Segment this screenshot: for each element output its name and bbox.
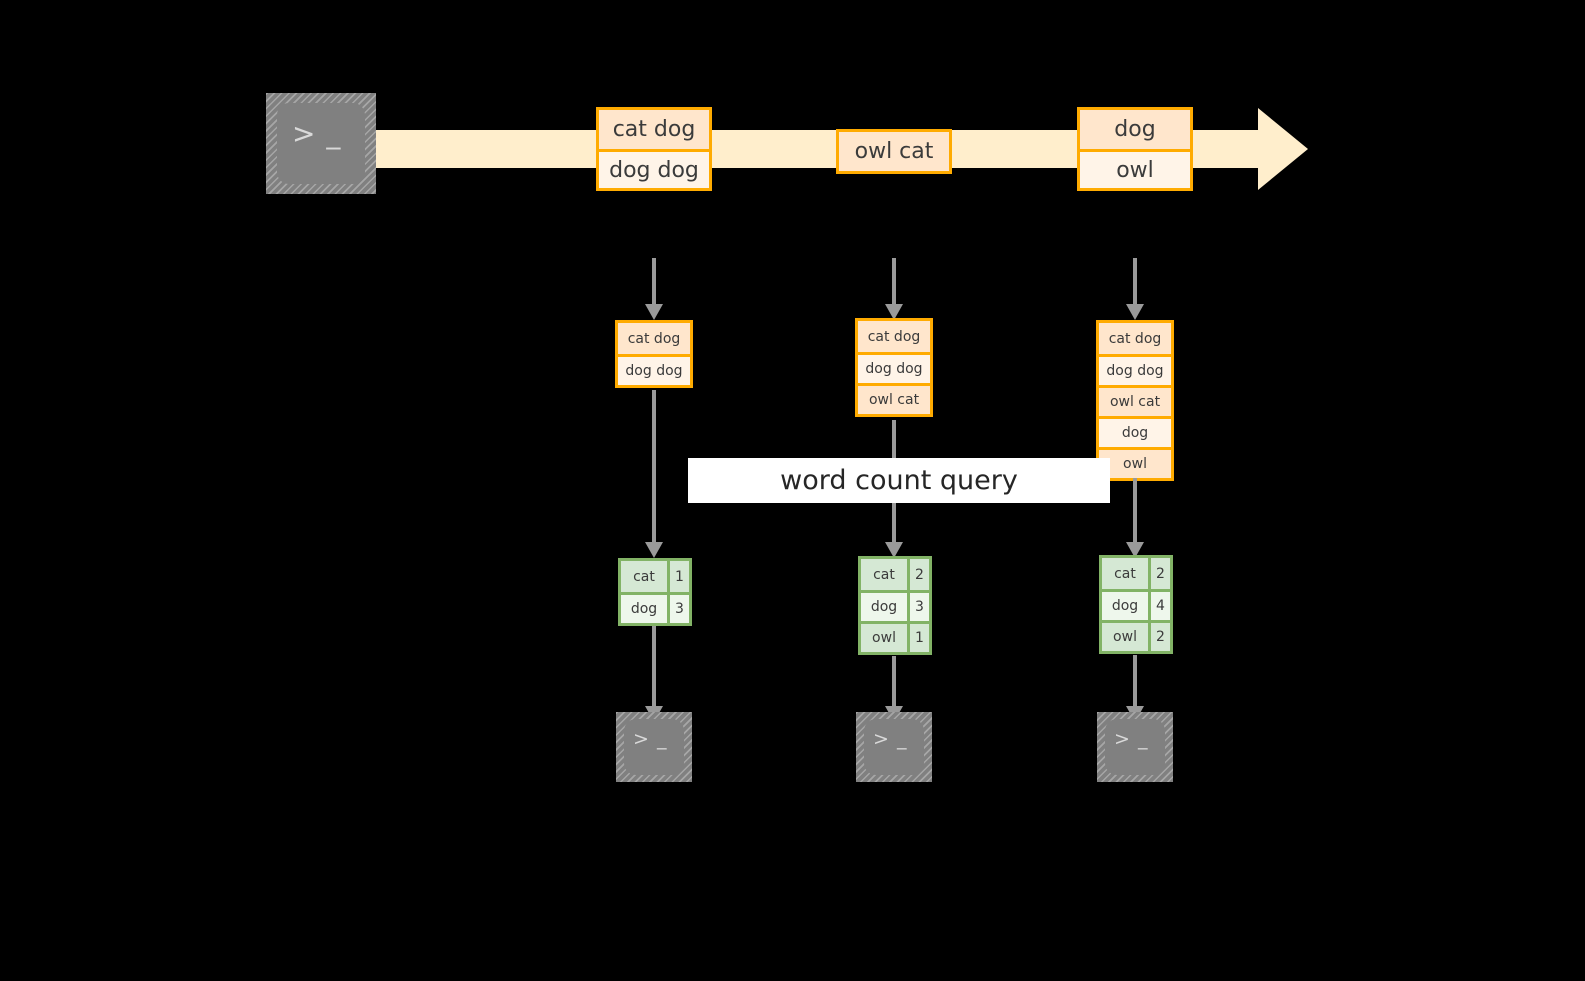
table-row: dog 4: [1102, 589, 1170, 620]
table-row: owl 1: [861, 621, 929, 652]
table-row: cat 2: [1102, 558, 1170, 589]
terminal-consumer-1[interactable]: > _: [616, 712, 692, 782]
terminal-consumer-3[interactable]: > _: [1097, 712, 1173, 782]
result-count: 2: [1148, 558, 1170, 589]
table-row: cat 1: [621, 561, 689, 592]
snapshot-3-input-line-3: owl cat: [1099, 385, 1171, 416]
result-word: cat: [621, 561, 667, 592]
result-count: 1: [907, 624, 929, 652]
stream-message-3-line-1: dog: [1080, 110, 1190, 149]
snapshot-3-input-line-5: owl: [1099, 447, 1171, 478]
event-stream-arrow-head: [1258, 108, 1308, 190]
snapshot-1-input-line-2: dog dog: [618, 354, 690, 385]
stream-message-1[interactable]: cat dog dog dog: [596, 107, 712, 191]
table-row: cat 2: [861, 559, 929, 590]
snapshot-2-input-line-3: owl cat: [858, 383, 930, 414]
result-word: dog: [1102, 592, 1148, 620]
result-word: owl: [861, 624, 907, 652]
terminal-producer[interactable]: > _: [266, 93, 376, 194]
result-word: dog: [861, 593, 907, 621]
terminal-prompt-icon: > _: [292, 117, 342, 150]
stream-message-2-line-1: owl cat: [839, 132, 949, 171]
terminal-consumer-3-screen: [1105, 719, 1165, 775]
snapshot-2-input-line-1: cat dog: [858, 321, 930, 352]
terminal-consumer-1-screen: [624, 719, 684, 775]
terminal-consumer-2-screen: [864, 719, 924, 775]
result-count: 3: [667, 595, 689, 623]
snapshot-3-result-table[interactable]: cat 2 dog 4 owl 2: [1099, 555, 1173, 654]
snapshot-2-input[interactable]: cat dog dog dog owl cat: [855, 318, 933, 417]
result-count: 4: [1148, 592, 1170, 620]
result-word: cat: [861, 559, 907, 590]
terminal-producer-screen: [277, 103, 365, 184]
result-word: owl: [1102, 623, 1148, 651]
terminal-prompt-icon: > _: [1114, 728, 1149, 750]
result-word: cat: [1102, 558, 1148, 589]
table-row: dog 3: [621, 592, 689, 623]
query-label: word count query: [688, 458, 1110, 503]
snapshot-1-result-table[interactable]: cat 1 dog 3: [618, 558, 692, 626]
snapshot-2-input-line-2: dog dog: [858, 352, 930, 383]
snapshot-3-input[interactable]: cat dog dog dog owl cat dog owl: [1096, 320, 1174, 481]
result-count: 2: [907, 559, 929, 590]
snapshot-2-result-table[interactable]: cat 2 dog 3 owl 1: [858, 556, 932, 655]
terminal-consumer-2[interactable]: > _: [856, 712, 932, 782]
stream-message-1-line-2: dog dog: [599, 149, 709, 188]
terminal-prompt-icon: > _: [633, 728, 668, 750]
table-row: owl 2: [1102, 620, 1170, 651]
stream-message-2[interactable]: owl cat: [836, 129, 952, 174]
terminal-prompt-icon: > _: [873, 728, 908, 750]
snapshot-3-input-line-1: cat dog: [1099, 323, 1171, 354]
stream-message-3-line-2: owl: [1080, 149, 1190, 188]
result-count: 2: [1148, 623, 1170, 651]
snapshot-3-input-line-4: dog: [1099, 416, 1171, 447]
snapshot-3-input-line-2: dog dog: [1099, 354, 1171, 385]
result-count: 3: [907, 593, 929, 621]
result-word: dog: [621, 595, 667, 623]
stream-message-1-line-1: cat dog: [599, 110, 709, 149]
snapshot-1-input[interactable]: cat dog dog dog: [615, 320, 693, 388]
result-count: 1: [667, 561, 689, 592]
stream-message-3[interactable]: dog owl: [1077, 107, 1193, 191]
table-row: dog 3: [861, 590, 929, 621]
snapshot-1-input-line-1: cat dog: [618, 323, 690, 354]
